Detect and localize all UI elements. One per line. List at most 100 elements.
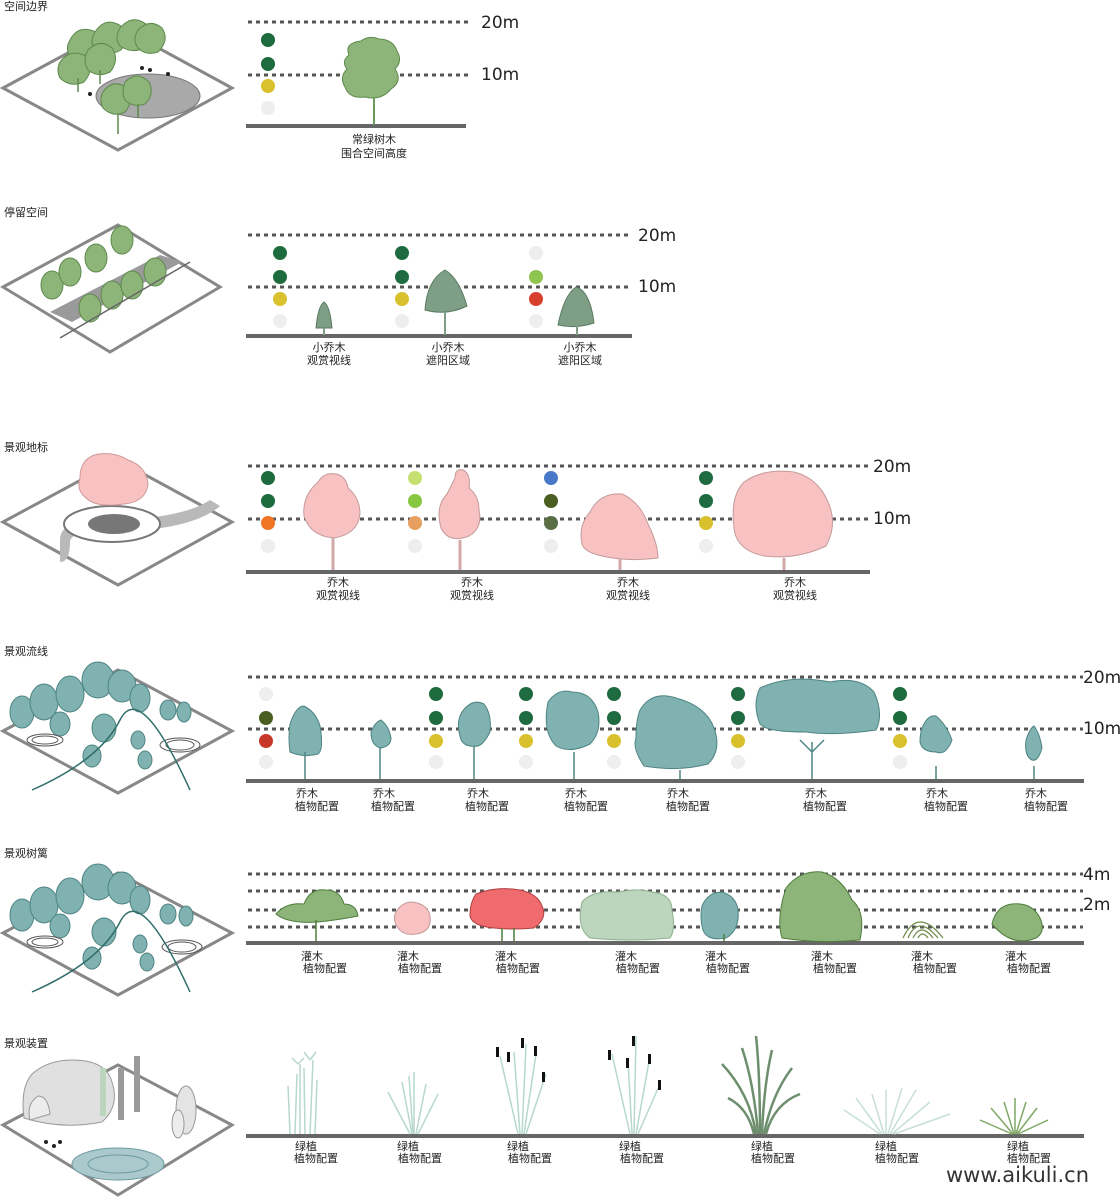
grass-4 xyxy=(843,1087,951,1135)
grass-5 xyxy=(979,1098,1049,1135)
color-dot xyxy=(731,755,745,769)
caption-line1: 绿植 xyxy=(619,1139,641,1153)
color-dot xyxy=(607,711,621,725)
grass-1 xyxy=(287,1051,318,1135)
color-dot xyxy=(429,711,443,725)
caption-line2: 植物配置 xyxy=(913,961,957,975)
color-dot xyxy=(408,539,422,553)
color-dot xyxy=(261,57,275,71)
caption-line2: 植物配置 xyxy=(398,1151,442,1165)
color-dot xyxy=(699,516,713,530)
color-dot xyxy=(893,734,907,748)
color-dot xyxy=(273,292,287,306)
legend-dots xyxy=(259,687,907,769)
caption-line2: 植物配置 xyxy=(666,799,710,813)
level-label-20m: 20m xyxy=(481,13,519,33)
caption-line2: 植物配置 xyxy=(924,799,968,813)
axonometric-sketch xyxy=(0,19,236,152)
caption-line1: 乔木 xyxy=(373,787,395,800)
caption-line2: 植物配置 xyxy=(371,799,415,813)
evergreen-tree xyxy=(341,36,401,125)
section-hedge: 景观树篱 4m 2m xyxy=(0,846,1110,997)
caption-line1: 小乔木 xyxy=(432,341,465,354)
teal-tree-7 xyxy=(919,715,953,754)
color-dot xyxy=(529,270,543,284)
legend-dots xyxy=(273,246,543,328)
shrub-3 xyxy=(469,888,545,930)
teal-tree-1 xyxy=(288,705,323,757)
color-dot xyxy=(395,270,409,284)
color-dot xyxy=(395,246,409,260)
caption-line1: 灌木 xyxy=(397,950,419,963)
color-dot xyxy=(731,687,745,701)
grass-2 xyxy=(387,1072,439,1135)
color-dot xyxy=(529,314,543,328)
color-dot xyxy=(429,755,443,769)
color-dot xyxy=(273,314,287,328)
color-dot xyxy=(408,471,422,485)
caption-line2: 植物配置 xyxy=(616,961,660,975)
color-dot xyxy=(607,755,621,769)
caption-line2: 遮阳区域 xyxy=(558,353,602,367)
caption-line2: 植物配置 xyxy=(813,961,857,975)
caption-line1: 乔木 xyxy=(667,787,689,800)
caption-line1: 乔木 xyxy=(1025,787,1047,800)
grass-3 xyxy=(721,1035,801,1135)
section-title: 景观树篱 xyxy=(4,846,48,860)
caption-line1: 绿植 xyxy=(1007,1139,1029,1153)
axonometric-sketch xyxy=(0,1056,236,1197)
section-circulation: 景观流线 20m 10m xyxy=(0,644,1120,813)
level-label-20m: 20m xyxy=(638,226,676,246)
caption-line2: 植物配置 xyxy=(1007,961,1051,975)
section-title: 景观地标 xyxy=(4,440,48,454)
shrub-2 xyxy=(393,901,431,935)
caption-line1: 灌木 xyxy=(705,950,727,963)
color-dot xyxy=(261,516,275,530)
color-dot xyxy=(408,516,422,530)
caption-line1: 乔木 xyxy=(565,787,587,800)
caption-line1: 绿植 xyxy=(875,1139,897,1153)
shrub-7 xyxy=(902,921,944,939)
level-label-10m: 10m xyxy=(638,277,676,297)
caption-line2: 遮阳区域 xyxy=(426,353,470,367)
reed-1 xyxy=(496,1038,547,1135)
height-chart: 20m 10m 小乔木 观赏视线 小乔木 遮阳区域 小乔木 遮阳区域 xyxy=(246,226,676,367)
caption-line1: 灌木 xyxy=(301,950,323,963)
teal-tree-8 xyxy=(1025,725,1043,761)
height-chart: 20m 10m 常绿树木 围合空间高度 xyxy=(246,13,519,160)
color-dot xyxy=(259,687,273,701)
color-dot xyxy=(544,516,558,530)
caption-line2: 观赏视线 xyxy=(450,588,494,602)
caption-line1: 乔木 xyxy=(467,787,489,800)
watermark: www.aikuli.cn xyxy=(946,1163,1089,1187)
caption-line1: 灌木 xyxy=(911,950,933,963)
color-dot xyxy=(519,711,533,725)
teal-tree-6 xyxy=(755,678,880,735)
shrub-8 xyxy=(991,903,1043,942)
axonometric-sketch xyxy=(0,223,223,354)
section-rest-space: 停留空间 20m 10m xyxy=(0,205,676,367)
caption-line2: 植物配置 xyxy=(465,799,509,813)
section-space-boundary: 空间边界 20m 10m xyxy=(0,0,519,160)
small-tree-3 xyxy=(557,286,595,328)
section-title: 景观流线 xyxy=(4,644,48,658)
caption-line1: 乔木 xyxy=(296,787,318,800)
caption-line1: 绿植 xyxy=(295,1139,317,1153)
height-chart: 4m 2m 灌木 植物配置 灌木 植物配置 灌木 植物配置 灌木 植物 xyxy=(246,865,1110,975)
color-dot xyxy=(893,711,907,725)
caption-line1: 乔木 xyxy=(461,576,483,589)
caption-line2: 植物配置 xyxy=(295,799,339,813)
level-label-20m: 20m xyxy=(873,457,911,477)
teal-tree-5 xyxy=(634,695,718,770)
color-dot xyxy=(261,33,275,47)
color-dot xyxy=(607,687,621,701)
level-label-4m: 4m xyxy=(1083,865,1110,885)
caption-line1: 乔木 xyxy=(926,787,948,800)
level-label-10m: 10m xyxy=(873,509,911,529)
color-dot xyxy=(408,494,422,508)
caption-line1: 乔木 xyxy=(327,576,349,589)
shrub-4 xyxy=(579,889,675,941)
small-tree-2 xyxy=(424,269,468,313)
caption-line1: 灌木 xyxy=(495,950,517,963)
color-dot xyxy=(261,471,275,485)
